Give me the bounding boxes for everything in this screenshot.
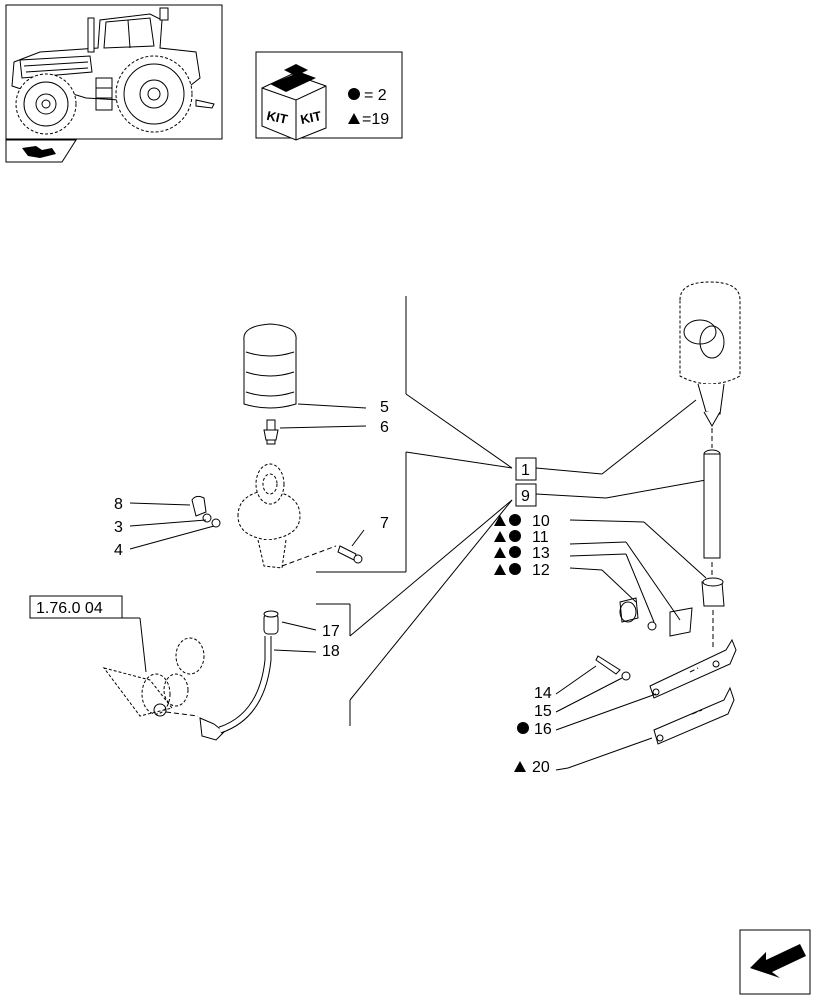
label-13: 13 — [532, 545, 550, 562]
right-bolt — [595, 655, 631, 681]
label-box-1 — [515, 457, 537, 481]
triangle-marker-13 — [494, 547, 506, 558]
label-7: 7 — [380, 515, 389, 532]
left-beacon-base — [237, 463, 337, 569]
kit-label-left: KIT — [265, 108, 289, 127]
right-bracket-upper — [649, 638, 737, 699]
reference-box-label: 1.76.0 04 — [36, 600, 103, 617]
label-box-9 — [515, 483, 537, 507]
label-20: 20 — [532, 759, 550, 776]
section-arrow-icon — [5, 139, 77, 163]
right-bracket-lower — [653, 686, 735, 745]
triangle-marker-10 — [494, 515, 506, 526]
left-beacon-dome — [243, 323, 297, 409]
left-cable — [199, 636, 272, 741]
label-3: 3 — [114, 519, 123, 536]
circle-marker-16 — [517, 722, 529, 734]
left-connector-plug — [102, 637, 205, 717]
right-mast — [703, 449, 721, 578]
cable-sleeve — [263, 610, 279, 635]
circle-marker-13 — [509, 546, 521, 558]
right-clamp — [619, 597, 693, 637]
label-12: 12 — [532, 562, 550, 579]
label-9: 9 — [521, 488, 530, 505]
label-16: 16 — [534, 721, 552, 738]
label-14: 14 — [534, 685, 552, 702]
leader-lines — [316, 296, 707, 726]
label-1: 1 — [521, 462, 530, 479]
triangle-symbol-icon — [348, 113, 360, 124]
circle-marker-11 — [509, 530, 521, 542]
label-5: 5 — [380, 399, 389, 416]
label-11: 11 — [532, 529, 549, 546]
circle-symbol-icon — [348, 88, 360, 100]
circle-marker-10 — [509, 514, 521, 526]
label-17: 17 — [322, 623, 340, 640]
label-18: 18 — [322, 643, 340, 660]
left-wingnut — [191, 495, 221, 528]
label-10: 10 — [532, 513, 550, 530]
left-bolt — [337, 545, 363, 564]
triangle-marker-11 — [494, 531, 506, 542]
right-mast-socket — [701, 577, 725, 607]
tractor-thumbnail-icon — [5, 4, 223, 140]
kit-triangle-count: =19 — [362, 111, 389, 128]
label-8: 8 — [114, 496, 123, 513]
label-4: 4 — [114, 542, 123, 559]
label-15: 15 — [534, 703, 552, 720]
triangle-marker-12 — [494, 564, 506, 575]
kit-circle-count: = 2 — [364, 87, 387, 104]
next-page-arrow-icon[interactable] — [739, 929, 811, 995]
circle-marker-12 — [509, 563, 521, 575]
triangle-marker-20 — [514, 761, 526, 772]
label-6: 6 — [380, 419, 389, 436]
left-beacon-bulb — [263, 419, 279, 445]
right-beacon — [679, 281, 741, 428]
kit-label-right: KIT — [299, 108, 323, 127]
kit-legend: KIT KIT = 2 =19 — [255, 51, 403, 141]
kit-box-icon: KIT KIT — [261, 64, 327, 141]
